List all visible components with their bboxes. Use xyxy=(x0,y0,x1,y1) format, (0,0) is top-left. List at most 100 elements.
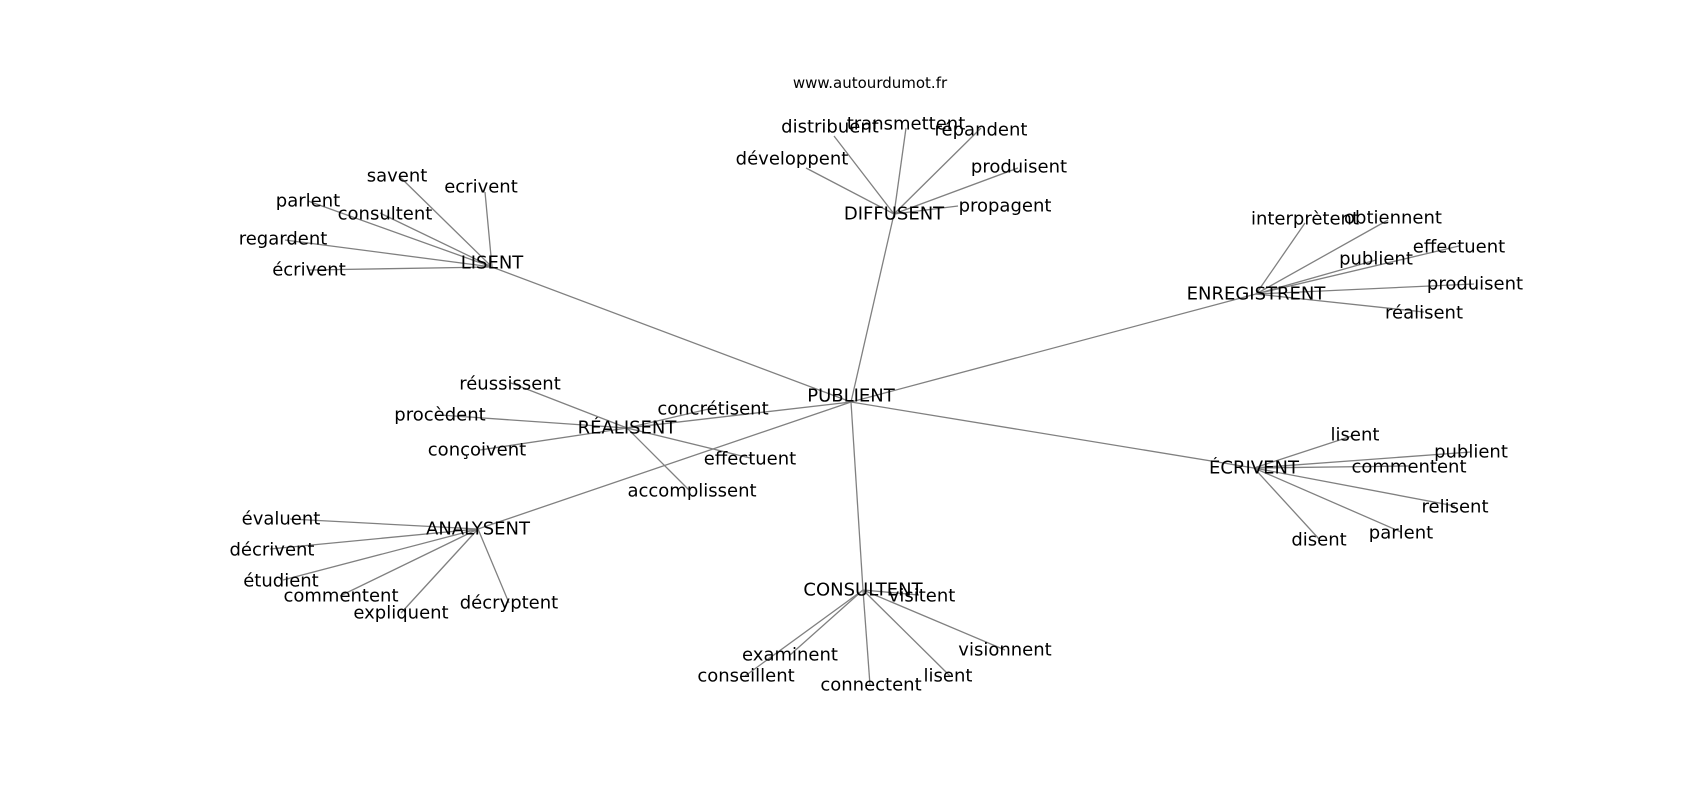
hub-realisent-leaf-label: concrétisent xyxy=(657,399,768,420)
hub-diffusent-label: DIFFUSENT xyxy=(844,204,945,225)
edge-hub-consultent-leaf xyxy=(862,589,871,686)
hub-realisent-leaf-label: accomplissent xyxy=(627,481,756,502)
hub-ecrivent-label: ÉCRIVENT xyxy=(1209,457,1300,479)
edge-center-hub-ecrivent xyxy=(850,401,1255,469)
edge-hub-lisent-leaf xyxy=(484,191,493,268)
edge-center-hub-analysent xyxy=(477,401,852,530)
hub-diffusent-leaf-label: produisent xyxy=(971,157,1067,178)
edge-hub-enregistrent-leaf xyxy=(1255,283,1475,295)
hub-lisent-leaf-label: savent xyxy=(367,166,428,187)
hub-realisent-label: RÉALISENT xyxy=(578,417,678,439)
hub-consultent-leaf-label: lisent xyxy=(924,666,973,687)
edge-hub-realisent-leaf xyxy=(626,427,691,492)
hub-analysent-label: ANALYSENT xyxy=(426,519,531,540)
edge-hub-realisent-leaf xyxy=(439,414,628,429)
hub-diffusent-leaf-label: développent xyxy=(736,149,849,170)
hub-ecrivent-leaf-label: lisent xyxy=(1331,425,1380,446)
hub-ecrivent-leaf-label: publient xyxy=(1434,442,1508,463)
edge-hub-realisent-leaf xyxy=(626,407,714,429)
edge-hub-lisent-leaf xyxy=(379,212,493,268)
edge-hub-consultent-leaf xyxy=(789,589,864,656)
hub-lisent-leaf-label: parlent xyxy=(276,191,340,212)
edge-hub-enregistrent-leaf xyxy=(1255,245,1460,295)
hub-enregistrent-leaf-label: publient xyxy=(1339,249,1413,270)
edge-hub-lisent-leaf xyxy=(307,200,493,268)
edge-hub-enregistrent-leaf xyxy=(1255,219,1389,295)
hub-realisent-leaf-label: réussissent xyxy=(459,374,561,395)
edge-hub-diffusent-leaf xyxy=(893,205,959,215)
hub-realisent-leaf-label: conçoivent xyxy=(428,440,526,461)
hub-ecrivent-leaf-label: commentent xyxy=(1351,457,1466,478)
hub-diffusent-leaf-label: distribuent xyxy=(781,117,879,138)
edge-hub-diffusent-leaf xyxy=(805,167,895,215)
hub-enregistrent-leaf-label: interprètent xyxy=(1251,209,1359,230)
edge-hub-consultent-leaf xyxy=(862,589,920,596)
edge-hub-realisent-leaf xyxy=(510,382,628,429)
edge-hub-diffusent-leaf xyxy=(893,127,982,215)
edge-hub-lisent-leaf xyxy=(284,239,493,268)
hub-analysent-leaf-label: expliquent xyxy=(353,603,448,624)
edges xyxy=(269,127,1475,686)
hub-diffusent-leaf-label: propagent xyxy=(959,196,1052,217)
hub-consultent-leaf-label: connectent xyxy=(820,675,921,696)
edge-hub-analysent-leaf xyxy=(269,528,479,550)
edge-hub-diffusent-leaf xyxy=(833,135,895,215)
edge-hub-consultent-leaf xyxy=(862,589,951,677)
edge-center-hub-lisent xyxy=(491,266,852,403)
hub-analysent-leaf-label: évaluent xyxy=(242,509,321,530)
hub-consultent-leaf-label: visitent xyxy=(889,586,956,607)
edge-hub-realisent-leaf xyxy=(479,427,628,451)
edge-hub-diffusent-leaf xyxy=(893,127,907,215)
edge-hub-analysent-leaf xyxy=(289,518,479,530)
edge-center-hub-consultent xyxy=(850,401,864,591)
edge-hub-realisent-leaf xyxy=(626,427,751,459)
edge-hub-ecrivent-leaf xyxy=(1253,467,1320,540)
hub-enregistrent-label: ENREGISTRENT xyxy=(1187,284,1327,305)
hub-lisent-leaf-label: consultent xyxy=(338,204,433,225)
edge-hub-ecrivent-leaf xyxy=(1253,465,1410,469)
hub-consultent-leaf-label: examinent xyxy=(742,645,838,666)
hub-lisent-leaf-label: écrivent xyxy=(272,260,346,281)
hub-ecrivent-leaf-label: parlent xyxy=(1369,523,1433,544)
edge-center-hub-diffusent xyxy=(850,213,895,403)
hub-diffusent-leaf-label: transmettent xyxy=(847,114,966,135)
hub-enregistrent-leaf-label: produisent xyxy=(1427,274,1523,295)
edge-hub-analysent-leaf xyxy=(477,528,510,604)
hub-consultent-label: CONSULTENT xyxy=(803,580,923,601)
edge-center-hub-enregistrent xyxy=(850,293,1257,403)
hub-consultent-leaf-label: visionnent xyxy=(958,640,1051,661)
edge-hub-enregistrent-leaf xyxy=(1255,293,1425,313)
center-node-publient: PUBLIENT xyxy=(807,386,896,407)
edge-hub-ecrivent-leaf xyxy=(1253,467,1402,533)
hub-realisent-leaf-label: procèdent xyxy=(394,405,485,426)
edge-hub-lisent-leaf xyxy=(308,266,493,271)
hub-ecrivent-leaf-label: disent xyxy=(1291,530,1346,551)
edge-hub-analysent-leaf xyxy=(282,528,479,581)
hub-enregistrent-leaf-label: réalisent xyxy=(1385,303,1463,324)
edge-hub-ecrivent-leaf xyxy=(1253,434,1356,469)
edge-hub-enregistrent-leaf xyxy=(1255,222,1306,295)
edge-hub-consultent-leaf xyxy=(862,589,1006,651)
hub-analysent-leaf-label: décryptent xyxy=(460,593,558,614)
edge-hub-diffusent-leaf xyxy=(893,167,1019,215)
edge-center-hub-realisent xyxy=(626,401,852,429)
edge-hub-analysent-leaf xyxy=(400,528,479,614)
edge-hub-ecrivent-leaf xyxy=(1253,467,1456,507)
hub-enregistrent-leaf-label: effectuent xyxy=(1413,237,1505,258)
hub-lisent-label: LISENT xyxy=(461,253,525,274)
hub-realisent-leaf-label: effectuent xyxy=(704,449,796,470)
labels: www.autourdumot.fr PUBLIENT DIFFUSENT dist… xyxy=(230,74,1524,696)
hub-lisent-leaf-label: regardent xyxy=(239,229,328,250)
edge-hub-analysent-leaf xyxy=(339,528,479,597)
edge-hub-enregistrent-leaf xyxy=(1255,259,1377,295)
hub-analysent-leaf-label: décrivent xyxy=(230,540,315,561)
edge-hub-consultent-leaf xyxy=(744,589,864,677)
hub-analysent-leaf-label: commentent xyxy=(283,586,398,607)
hub-enregistrent-leaf-label: obtiennent xyxy=(1344,208,1442,229)
hub-consultent-leaf-label: conseillent xyxy=(697,666,794,687)
hub-diffusent-leaf-label: répandent xyxy=(935,120,1028,141)
watermark-text: www.autourdumot.fr xyxy=(793,74,948,92)
edge-hub-lisent-leaf xyxy=(398,175,493,268)
hub-lisent-leaf-label: ecrivent xyxy=(444,177,518,198)
